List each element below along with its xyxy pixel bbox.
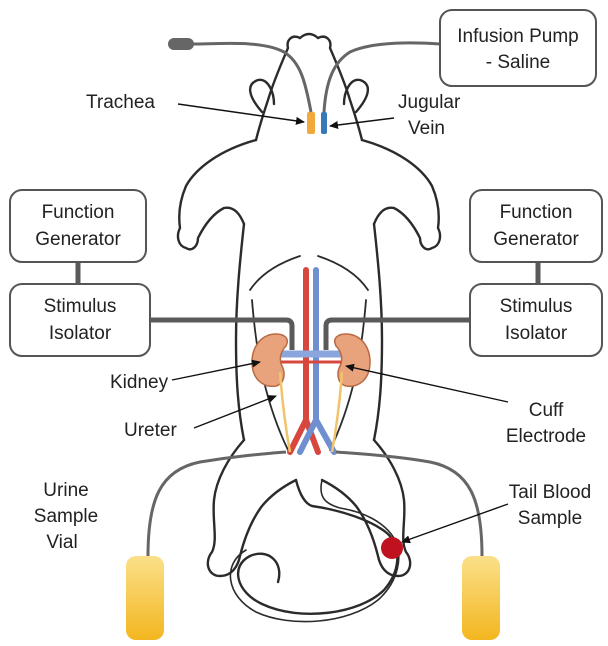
tail-blood-sample-label-2: Sample [518, 508, 582, 529]
stimulus-isolator-right-label-2: Isolator [505, 323, 568, 344]
blood-sample-dot [381, 537, 403, 559]
ureter-label: Ureter [124, 420, 177, 441]
function-generator-right-label-2: Generator [493, 229, 579, 250]
jugular-arrow [330, 118, 394, 126]
function-generator-left-box [10, 190, 146, 262]
right-ureter [332, 372, 342, 452]
infusion-pump-label-2: - Saline [486, 52, 550, 73]
tail-blood-arrow [402, 504, 508, 542]
urine-sample-vial-label-3: Vial [46, 532, 77, 553]
jugular-vein-label-2: Vein [408, 118, 445, 139]
stimulus-isolator-left-label-2: Isolator [49, 323, 112, 344]
jugular-vein-label: Jugular [398, 92, 461, 113]
function-generator-left-label: Function [42, 202, 115, 223]
kidney-label: Kidney [110, 372, 169, 393]
abdominal-organs [252, 270, 370, 452]
cuff-electrode-label: Cuff [529, 400, 564, 421]
jugular-tube [321, 112, 327, 134]
stimulus-isolator-right-label: Stimulus [500, 296, 573, 317]
trachea-label: Trachea [86, 92, 155, 113]
cuff-electrode-label-2: Electrode [506, 426, 586, 447]
trachea-tube [307, 112, 315, 134]
infusion-pump-box [440, 10, 596, 86]
ureter-arrow [194, 396, 276, 428]
right-kidney [335, 334, 370, 386]
kidney-arrow [172, 362, 260, 380]
trachea-connector [168, 38, 194, 50]
stimulus-isolator-left-box [10, 284, 150, 356]
infusion-pump-label: Infusion Pump [457, 26, 578, 47]
urine-sample-vial-label-2: Sample [34, 506, 98, 527]
tail-blood-sample-label: Tail Blood [509, 482, 591, 503]
tail-blood-vial [462, 556, 500, 640]
function-generator-right-label: Function [500, 202, 573, 223]
function-generator-left-label-2: Generator [35, 229, 121, 250]
urine-sample-vial-label: Urine [43, 480, 88, 501]
stimulus-isolator-right-box [470, 284, 602, 356]
urine-sample-vial [126, 556, 164, 640]
trachea-arrow [178, 104, 304, 122]
left-ureter [280, 372, 290, 452]
stimulus-isolator-left-label: Stimulus [44, 296, 117, 317]
cuff-electrode-arrow [346, 366, 508, 402]
function-generator-right-box [470, 190, 602, 262]
